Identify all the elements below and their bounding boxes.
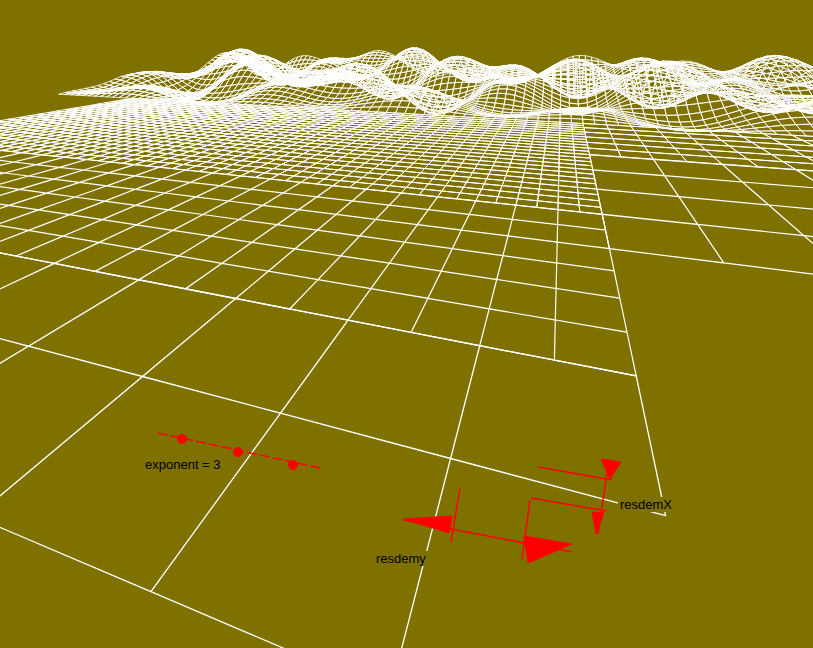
mesh-lines xyxy=(583,124,813,186)
annotation-label: resdemy xyxy=(374,551,428,566)
mesh-lines xyxy=(59,48,813,148)
mesh-lines xyxy=(590,155,813,298)
wireframe-mesh xyxy=(0,48,813,648)
annotation-label: resdemX xyxy=(618,497,674,512)
annotation-label: exponent = 3 xyxy=(143,457,223,472)
mesh-lines xyxy=(0,249,666,648)
annotation-marks xyxy=(158,433,621,563)
